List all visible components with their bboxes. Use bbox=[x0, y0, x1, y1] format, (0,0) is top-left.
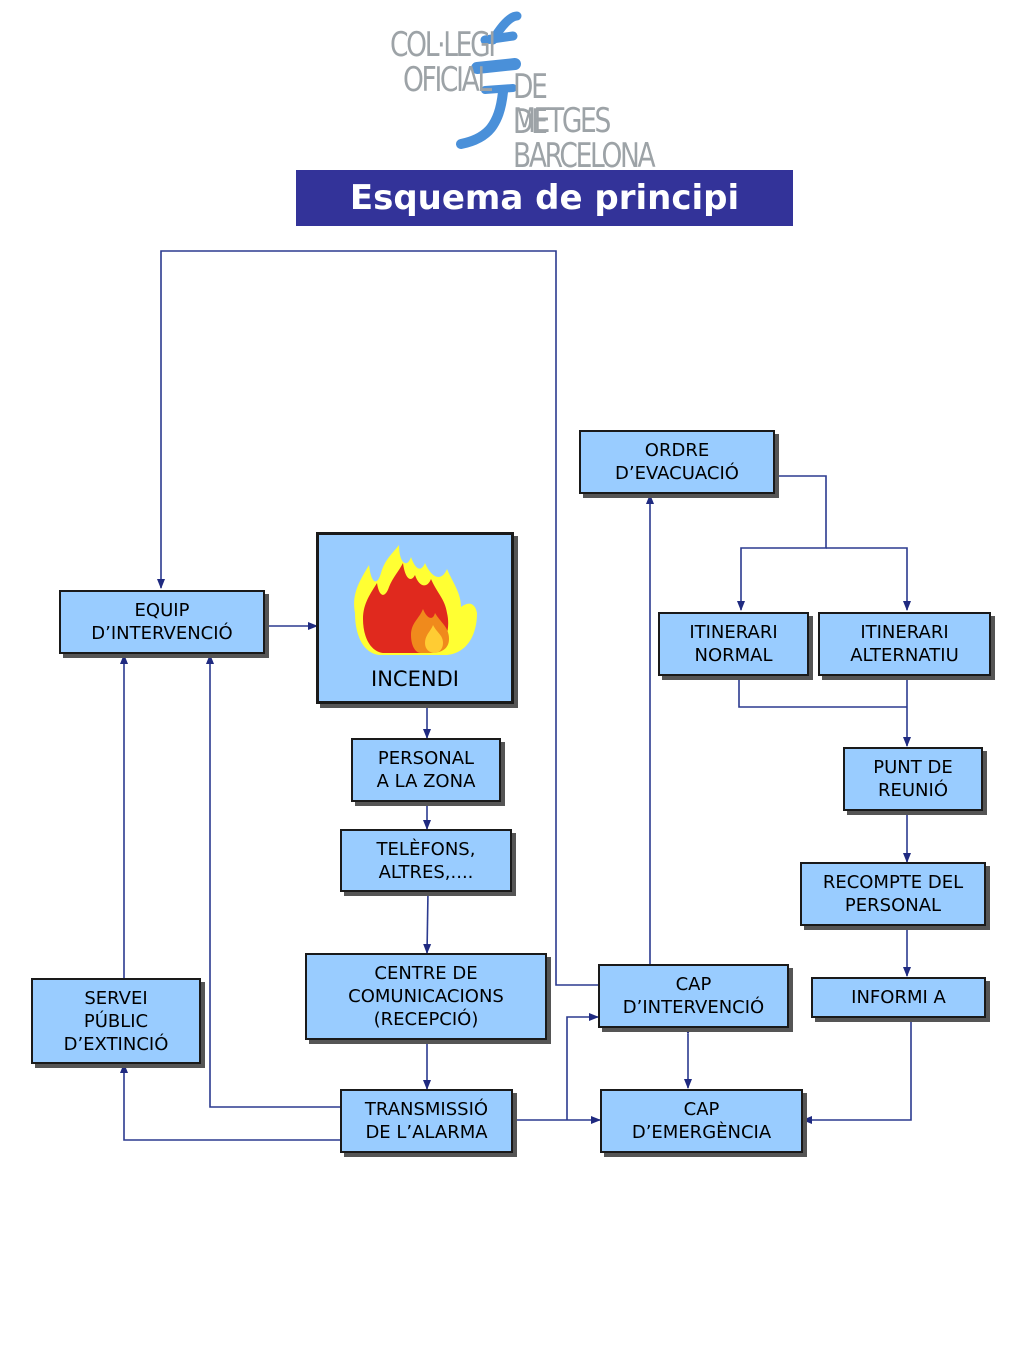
fire-icon bbox=[354, 545, 477, 655]
node-punt-reunio: PUNT DE REUNIÓ bbox=[843, 747, 983, 811]
node-centre-comunicacions: CENTRE DE COMUNICACIONS (RECEPCIÓ) bbox=[305, 953, 547, 1040]
node-incendi-label: INCENDI bbox=[371, 667, 459, 691]
college-logo: COL·LEGI OFICIAL DE METGES DE BARCELONA bbox=[385, 10, 656, 173]
arrow-itineraris-to-punt bbox=[738, 677, 907, 708]
arrow-transmissio-to-equip bbox=[206, 654, 340, 1108]
node-cap-intervencio: CAP D’INTERVENCIÓ bbox=[598, 964, 789, 1028]
node-personal-zona: PERSONAL A LA ZONA bbox=[351, 738, 501, 802]
arrow-transmissio-to-cap-int bbox=[566, 1013, 599, 1120]
logo-line-4: DE BARCELONA bbox=[513, 102, 656, 176]
node-equip-intervencio: EQUIP D’INTERVENCIÓ bbox=[59, 590, 265, 654]
node-servei-public: SERVEI PÚBLIC D’EXTINCIÓ bbox=[31, 978, 201, 1064]
arrow-ordre-to-itineraris bbox=[737, 475, 827, 611]
arrow-cap-int-to-equip bbox=[157, 250, 598, 986]
arrow-telefons-to-centre bbox=[423, 891, 432, 954]
node-transmissio-alarma: TRANSMISSIÓ DE L’ALARMA bbox=[340, 1089, 513, 1153]
node-incendi: INCENDI bbox=[316, 532, 514, 704]
page-title: Esquema de principi bbox=[296, 170, 793, 226]
logo-line-1: COL·LEGI bbox=[390, 25, 496, 65]
logo-line-2: OFICIAL bbox=[403, 60, 492, 100]
logo-line-3: DE METGES bbox=[513, 67, 611, 141]
arrow-informi-to-cap-em bbox=[802, 1017, 912, 1124]
node-recompte-personal: RECOMPTE DEL PERSONAL bbox=[800, 862, 986, 926]
node-cap-emergencia: CAP D’EMERGÈNCIA bbox=[600, 1089, 803, 1153]
node-telefons: TELÈFONS, ALTRES,.... bbox=[340, 829, 512, 892]
node-informi-a: INFORMI A bbox=[811, 977, 986, 1018]
node-itinerari-normal: ITINERARI NORMAL bbox=[658, 612, 809, 676]
node-ordre-evacuacio: ORDRE D’EVACUACIÓ bbox=[579, 430, 775, 494]
logo-mark-icon bbox=[456, 11, 522, 149]
node-itinerari-alternatiu: ITINERARI ALTERNATIU bbox=[818, 612, 991, 676]
arrow-transmissio-to-servei bbox=[120, 1063, 340, 1141]
